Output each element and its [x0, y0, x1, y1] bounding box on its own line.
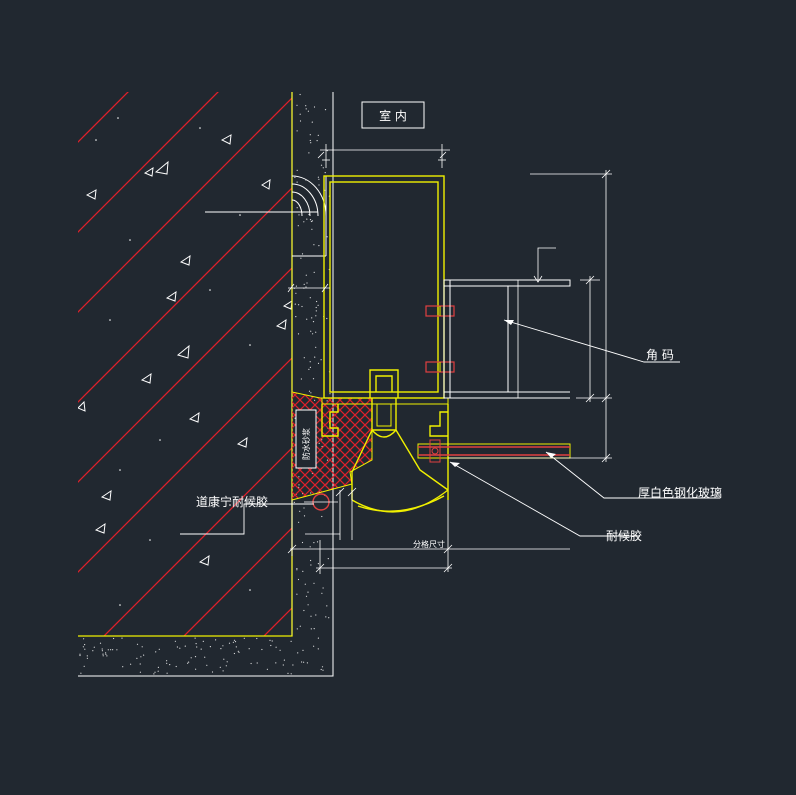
plaster-layer: [78, 92, 334, 677]
leader-arrows: [450, 320, 556, 467]
angle-code-bracket: [443, 279, 571, 399]
indoor-label-box: 室 内: [361, 101, 425, 129]
indoor-label: 室 内: [379, 108, 407, 123]
dimension-lines: [287, 144, 612, 574]
waterproof-mortar-label: 防水砂浆: [301, 428, 311, 460]
bolts: [425, 305, 455, 373]
joint-size-label: 分格尺寸: [413, 539, 445, 549]
weather-sealant-label: 耐候胶: [606, 528, 642, 543]
wall-outline: [78, 92, 293, 637]
anchor-arcs: [205, 175, 327, 257]
glass-pane: [417, 439, 571, 463]
angle-code-label: 角 码: [646, 348, 674, 362]
waterproof-mortar-block: 防水砂浆: [291, 391, 373, 501]
aluminium-mullion: [321, 175, 449, 513]
backer-rod: [304, 493, 338, 511]
glass-label: 厚白色钢化玻璃: [638, 485, 722, 500]
leader-lines: [180, 319, 720, 537]
concrete-wall: [78, 92, 292, 636]
dow-sealant-label: 道康宁耐候胶: [196, 494, 268, 509]
